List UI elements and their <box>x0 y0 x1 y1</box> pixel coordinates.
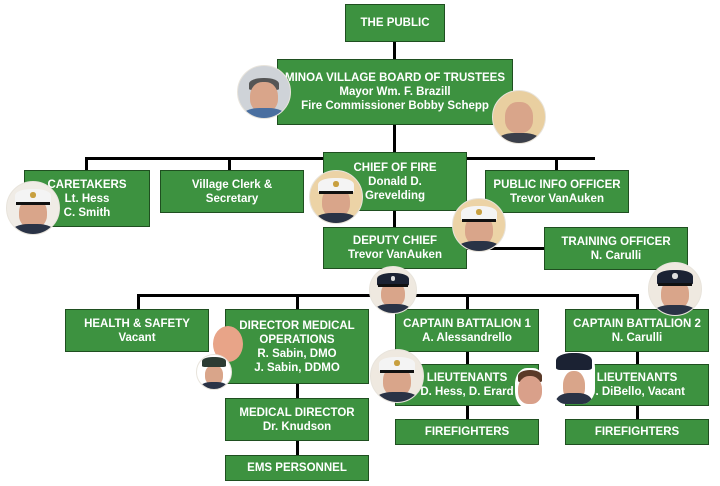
node-firefighters-2: FIREFIGHTERS <box>565 419 709 445</box>
node-person: A. Alessandrello <box>422 331 512 344</box>
node-person: Mayor Wm. F. Brazill <box>339 86 451 98</box>
node-title: DEPUTY CHIEF <box>352 235 438 247</box>
node-firefighters-1: FIREFIGHTERS <box>395 419 539 445</box>
node-title: CAPTAIN BATTALION 1 <box>403 317 531 330</box>
node-title: OPERATIONS <box>259 333 335 346</box>
node-public-info-officer: PUBLIC INFO OFFICER Trevor VanAuken <box>485 170 629 213</box>
node-training-officer: TRAINING OFFICER N. Carulli <box>544 227 688 270</box>
node-title: EMS PERSONNEL <box>247 462 347 474</box>
connector-health <box>137 294 140 310</box>
connector-capt1-lt1 <box>466 351 469 365</box>
connector-dmo <box>296 294 299 310</box>
connector-lt2-ff2 <box>636 405 639 420</box>
node-title: FIREFIGHTERS <box>424 426 510 438</box>
node-person: R. Sabin, DMO <box>257 347 337 360</box>
node-title: LIEUTENANTS <box>426 372 508 384</box>
portrait-photo-lieutenant-erard <box>515 368 545 408</box>
node-title: PUBLIC INFO OFFICER <box>493 178 621 191</box>
connector-clerk <box>228 157 231 171</box>
connector-dmo-meddir <box>296 383 299 399</box>
node-person: Trevor VanAuken <box>348 249 442 261</box>
node-captain-battalion-1: CAPTAIN BATTALION 1 A. Alessandrello <box>395 309 539 352</box>
portrait-photo-ddmo <box>196 354 232 390</box>
node-person: D. Hess, D. Erard <box>420 386 514 398</box>
node-title: TRAINING OFFICER <box>561 235 671 248</box>
node-title: Village Clerk & <box>191 178 273 191</box>
portrait-photo-caretaker <box>6 181 60 235</box>
node-title: CAPTAIN BATTALION 2 <box>573 317 701 330</box>
node-ems-personnel: EMS PERSONNEL <box>225 455 369 481</box>
connector-deputy-training <box>467 247 545 250</box>
portrait-photo-captain-2 <box>648 262 702 316</box>
node-title: FIREFIGHTERS <box>594 426 680 438</box>
node-village-clerk: Village Clerk & Secretary <box>160 170 304 213</box>
node-title: Secretary <box>205 192 259 205</box>
node-director-medical-operations: DIRECTOR MEDICAL OPERATIONS R. Sabin, DM… <box>225 309 369 384</box>
node-title: MINOA VILLAGE BOARD OF TRUSTEES <box>285 72 505 84</box>
portrait-photo-lieutenant-hess <box>370 349 424 403</box>
connector-chief-deputy <box>393 210 396 228</box>
node-person: Dr. Knudson <box>262 420 332 433</box>
node-person: Donald D. <box>368 175 422 188</box>
portrait-photo-chief <box>309 170 363 224</box>
portrait-photo-captain-1 <box>369 266 417 314</box>
node-medical-director: MEDICAL DIRECTOR Dr. Knudson <box>225 398 369 441</box>
connector-caretakers <box>85 157 88 171</box>
node-person: Grevelding <box>364 189 426 202</box>
node-health-safety: HEALTH & SAFETY Vacant <box>65 309 209 352</box>
node-title: CARETAKERS <box>47 178 127 191</box>
portrait-photo-lieutenant-dibello <box>553 352 595 404</box>
node-title: THE PUBLIC <box>360 17 430 29</box>
node-title: CHIEF OF FIRE <box>353 161 437 174</box>
node-person: Fire Commissioner Bobby Schepp <box>301 100 489 112</box>
connector-lt1-ff1 <box>466 405 469 420</box>
portrait-photo-deputy-chief <box>452 198 506 252</box>
node-title: DIRECTOR MEDICAL <box>239 319 355 332</box>
connector-pio <box>555 157 558 171</box>
portrait-photo-commissioner <box>492 90 546 144</box>
node-the-public: THE PUBLIC <box>345 4 445 42</box>
connector-public-board <box>393 42 396 60</box>
node-person: N. Carulli <box>590 249 642 262</box>
connector-meddir-ems <box>296 440 299 456</box>
node-captain-battalion-2: CAPTAIN BATTALION 2 N. Carulli <box>565 309 709 352</box>
node-title: LIEUTENANTS <box>596 372 678 384</box>
connector-capt2-lt2 <box>636 351 639 365</box>
node-person: J. Sabin, DDMO <box>254 361 340 374</box>
node-person: Lt. Hess <box>64 192 110 205</box>
node-person: C. Smith <box>63 206 111 219</box>
node-person: N. Carulli <box>611 331 663 344</box>
node-deputy-chief: DEPUTY CHIEF Trevor VanAuken <box>323 227 467 269</box>
connector-capt1 <box>466 294 469 310</box>
node-person: Trevor VanAuken <box>510 192 604 205</box>
portrait-photo-mayor <box>237 65 291 119</box>
connector-capt2 <box>636 294 639 310</box>
node-person: J. DiBello, Vacant <box>589 386 685 398</box>
connector-board-chief <box>393 124 396 160</box>
node-title: HEALTH & SAFETY <box>84 317 190 330</box>
node-board-of-trustees: MINOA VILLAGE BOARD OF TRUSTEES Mayor Wm… <box>277 59 513 125</box>
node-title: MEDICAL DIRECTOR <box>239 406 355 419</box>
node-person: Vacant <box>118 331 156 344</box>
